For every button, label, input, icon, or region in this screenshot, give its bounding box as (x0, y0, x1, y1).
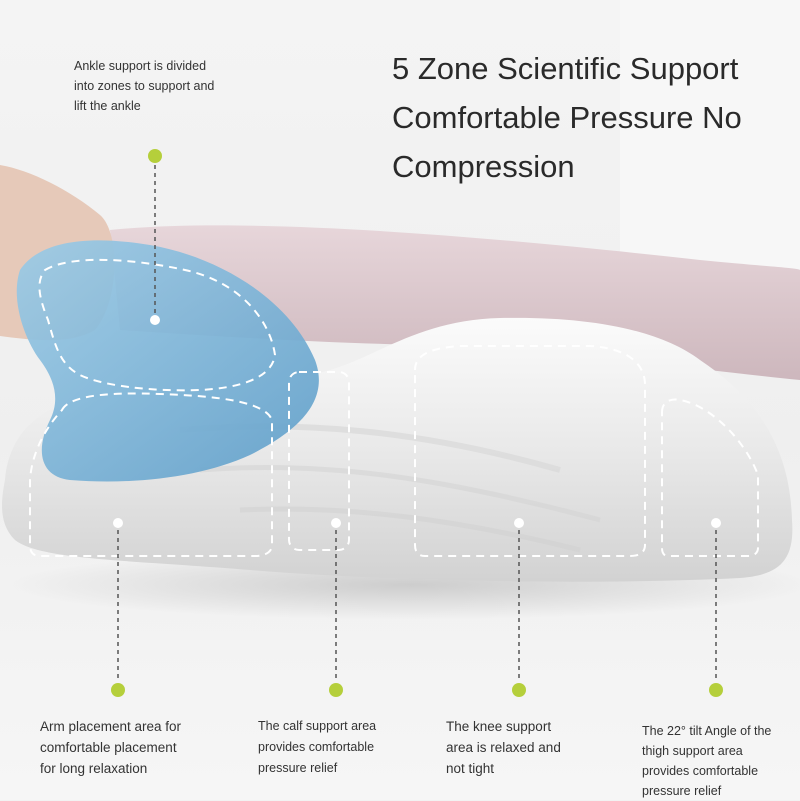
thigh-zone-marker (711, 518, 721, 528)
ankle-zone-marker (150, 315, 160, 325)
calf-support-callout: The calf support area provides comfortab… (258, 719, 377, 775)
thigh-support-callout: The 22° tilt Angle of the thigh support … (642, 724, 772, 798)
pillow-fold (199, 464, 601, 523)
calf-callout-dot (329, 683, 343, 697)
knee-callout-dot (512, 683, 526, 697)
ankle-support-zone (16, 240, 319, 482)
calf-zone-outline (288, 371, 350, 551)
headline: 5 Zone Scientific Support Comfortable Pr… (392, 51, 742, 184)
knee-zone-marker (514, 518, 524, 528)
arm-callout-dot (111, 683, 125, 697)
calf-zone-marker (331, 518, 341, 528)
knee-zone-outline (414, 345, 646, 557)
pillow-fold (239, 506, 581, 553)
arm-zone-marker (113, 518, 123, 528)
thigh-zone-outline (661, 398, 759, 557)
arm-zone-outline (29, 392, 273, 557)
thigh-callout-dot (709, 683, 723, 697)
ankle-support-callout: Ankle support is divided into zones to s… (74, 59, 215, 113)
arm-placement-callout: Arm placement area for comfortable place… (40, 719, 182, 776)
wall-panel (620, 0, 800, 270)
ankle-zone-outline (38, 258, 277, 392)
ankle-callout-dot (148, 149, 162, 163)
pillow (2, 317, 793, 582)
knee-support-callout: The knee support area is relaxed and not… (446, 719, 561, 776)
